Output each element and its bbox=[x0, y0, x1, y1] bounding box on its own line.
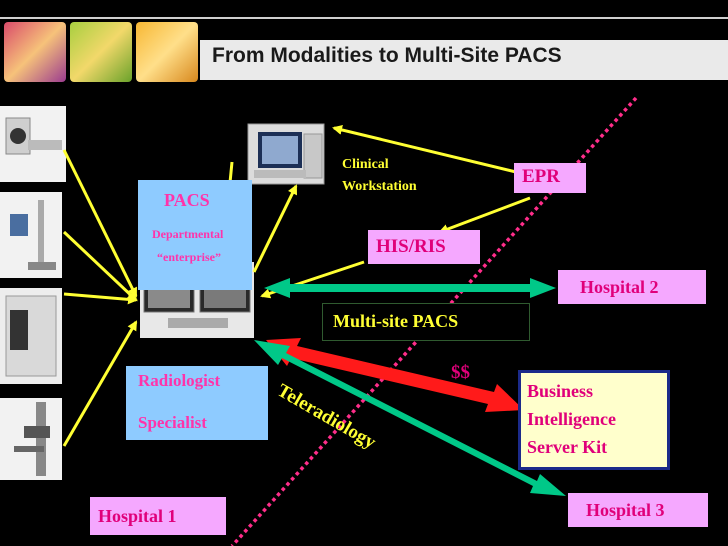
hospital-2-box: Hospital 2 bbox=[558, 270, 706, 304]
business-label: Business bbox=[527, 381, 594, 401]
workstation-label: Workstation bbox=[342, 179, 417, 194]
pacs-title: PACS bbox=[164, 190, 210, 210]
business-intelligence-box: Business Intelligence Server Kit bbox=[518, 370, 670, 470]
ct-scanner-icon bbox=[0, 106, 66, 182]
money-red-arrow bbox=[266, 338, 524, 412]
mammography-unit-icon bbox=[0, 398, 62, 480]
multisite-green-arrow bbox=[264, 278, 556, 298]
title-band bbox=[200, 40, 728, 80]
hospital-3-box: Hospital 3 bbox=[568, 493, 708, 527]
yellow-arrows bbox=[62, 125, 531, 447]
hospital-2-label: Hospital 2 bbox=[580, 277, 659, 297]
xray-unit-icon bbox=[0, 192, 62, 278]
clinical-workstation-computer-icon bbox=[247, 123, 325, 185]
hospital-3-label: Hospital 3 bbox=[586, 500, 665, 520]
epr-label: EPR bbox=[522, 166, 560, 187]
slide-title: From Modalities to Multi-Site PACS bbox=[212, 44, 562, 67]
specialist-label: Specialist bbox=[138, 413, 207, 432]
clinical-label: Clinical bbox=[342, 157, 389, 172]
mri-scanner-icon bbox=[0, 288, 62, 384]
his-ris-label: HIS/RIS bbox=[376, 236, 446, 257]
pacs-departmental-box bbox=[138, 180, 252, 290]
multisite-pacs-box: Multi-site PACS bbox=[322, 303, 530, 341]
radiologist-box bbox=[126, 366, 268, 440]
lab-tubes-image bbox=[4, 22, 66, 82]
teleradiology-green-arrow bbox=[254, 340, 566, 496]
multisite-pacs-label: Multi-site PACS bbox=[333, 311, 459, 331]
pills-image bbox=[70, 22, 132, 82]
pacs-enterprise-label: “enterprise” bbox=[157, 250, 221, 264]
clinical-workstation-label: Clinical Workstation bbox=[342, 154, 417, 198]
intelligence-label: Intelligence bbox=[527, 409, 616, 429]
radiologist-label: Radiologist bbox=[138, 371, 221, 390]
his-ris-box: HIS/RIS bbox=[368, 230, 480, 264]
stethoscope-image bbox=[136, 22, 198, 82]
hospital-1-label: Hospital 1 bbox=[98, 506, 177, 526]
server-kit-label: Server Kit bbox=[527, 437, 608, 457]
hospital-1-box: Hospital 1 bbox=[90, 497, 226, 535]
pacs-departmental-label: Departmental bbox=[152, 227, 224, 241]
money-label: $$ bbox=[451, 362, 470, 383]
epr-box: EPR bbox=[514, 163, 586, 193]
header-rule bbox=[0, 17, 728, 19]
